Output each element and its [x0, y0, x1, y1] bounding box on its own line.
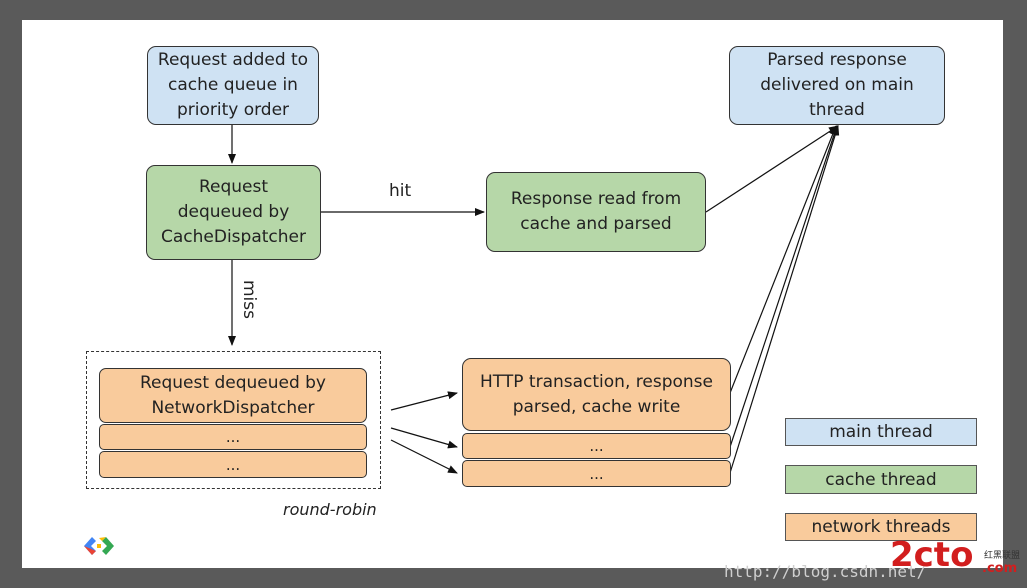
arrow-http-to-deliver-1: [729, 125, 837, 394]
legend-network-threads: network threads: [785, 513, 977, 541]
watermark-brand-suffix: .com: [982, 561, 1018, 576]
node-http-ellipsis-1: ...: [462, 433, 731, 459]
node-http-transaction: HTTP transaction, response parsed, cache…: [462, 358, 731, 431]
node-cache-dequeue: Request dequeued by CacheDispatcher: [146, 165, 321, 260]
node-request-added: Request added to cache queue in priority…: [147, 46, 319, 125]
arrow-http-to-deliver-3: [729, 125, 840, 474]
watermark-brand-cn: 红黑联盟: [984, 551, 1021, 561]
arrow-read-to-deliver: [705, 125, 839, 213]
legend-main-thread: main thread: [785, 418, 977, 446]
arrow-http-to-deliver-2: [729, 125, 838, 448]
node-network-ellipsis-2: ...: [99, 451, 367, 478]
arrow-network-2: [390, 427, 458, 449]
network-dispatcher-group: [86, 351, 381, 489]
arrow-network-3: [390, 439, 458, 474]
watermark-brand: 2cto: [890, 535, 974, 575]
node-parsed-delivered: Parsed response delivered on main thread: [729, 46, 945, 125]
node-http-ellipsis-2: ...: [462, 460, 731, 487]
label-miss: miss: [239, 280, 259, 319]
node-network-ellipsis-1: ...: [99, 424, 367, 450]
node-response-read: Response read from cache and parsed: [486, 172, 706, 252]
legend-cache-thread: cache thread: [785, 465, 977, 494]
watermark-url: http://blog.csdn.net/: [724, 562, 927, 581]
node-network-dequeue: Request dequeued by NetworkDispatcher: [99, 368, 367, 423]
developers-logo-icon: [84, 537, 114, 555]
label-round-robin: round-robin: [283, 500, 377, 519]
label-hit: hit: [389, 181, 412, 201]
arrow-network-1: [390, 391, 458, 411]
